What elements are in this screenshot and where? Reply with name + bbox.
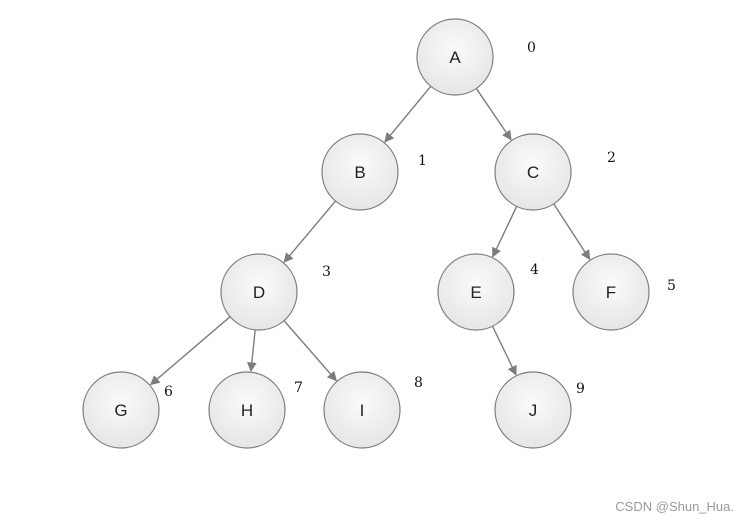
node-label-d: D	[253, 283, 265, 302]
node-label-j: J	[529, 401, 538, 420]
node-circle-i	[323, 371, 401, 449]
node-index-f: 5	[667, 278, 676, 294]
node-index-d: 3	[322, 264, 331, 280]
node-circle-j	[494, 371, 572, 449]
node-label-f: F	[606, 283, 616, 302]
node-label-h: H	[241, 401, 253, 420]
node-label-i: I	[360, 401, 365, 420]
watermark-text: CSDN @Shun_Hua.	[615, 499, 734, 514]
edge-c-e	[492, 206, 518, 258]
edge-d-i	[283, 320, 337, 382]
node-index-g: 6	[164, 384, 173, 400]
node-circle-d	[220, 253, 298, 331]
node-label-e: E	[470, 283, 481, 302]
node-e: E	[437, 253, 515, 331]
edge-c-f	[553, 203, 591, 261]
node-circle-f	[572, 253, 650, 331]
node-index-c: 2	[607, 150, 616, 166]
edges-layer	[149, 85, 591, 386]
node-j: J	[494, 371, 572, 449]
edge-a-c	[475, 88, 512, 141]
node-circle-h	[208, 371, 286, 449]
edge-b-d	[283, 200, 337, 263]
node-c: C	[494, 133, 572, 211]
node-g: G	[82, 371, 160, 449]
edge-d-g	[149, 316, 231, 386]
node-circle-b	[321, 133, 399, 211]
node-h: H	[208, 371, 286, 449]
node-label-g: G	[114, 401, 127, 420]
node-f: F	[572, 253, 650, 331]
node-label-c: C	[527, 163, 539, 182]
edge-e-j	[491, 325, 517, 376]
edge-a-b	[384, 85, 432, 143]
node-circle-c	[494, 133, 572, 211]
index-labels-layer: 0 1 2 3 4 5 6 7 8 9	[164, 40, 676, 400]
node-index-b: 1	[418, 153, 427, 169]
edge-d-h	[246, 329, 257, 373]
node-index-e: 4	[530, 262, 539, 278]
node-index-a: 0	[527, 40, 536, 56]
node-circle-a	[416, 18, 494, 96]
node-b: B	[321, 133, 399, 211]
node-index-i: 8	[414, 375, 423, 391]
node-index-j: 9	[576, 381, 585, 397]
node-index-h: 7	[294, 380, 303, 396]
node-a: A	[416, 18, 494, 96]
node-circle-e	[437, 253, 515, 331]
node-d: D	[220, 253, 298, 331]
node-circle-g	[82, 371, 160, 449]
node-label-b: B	[354, 163, 365, 182]
node-i: I	[323, 371, 401, 449]
nodes-layer: A B C D E F G H I J	[82, 18, 650, 449]
node-label-a: A	[449, 48, 461, 67]
